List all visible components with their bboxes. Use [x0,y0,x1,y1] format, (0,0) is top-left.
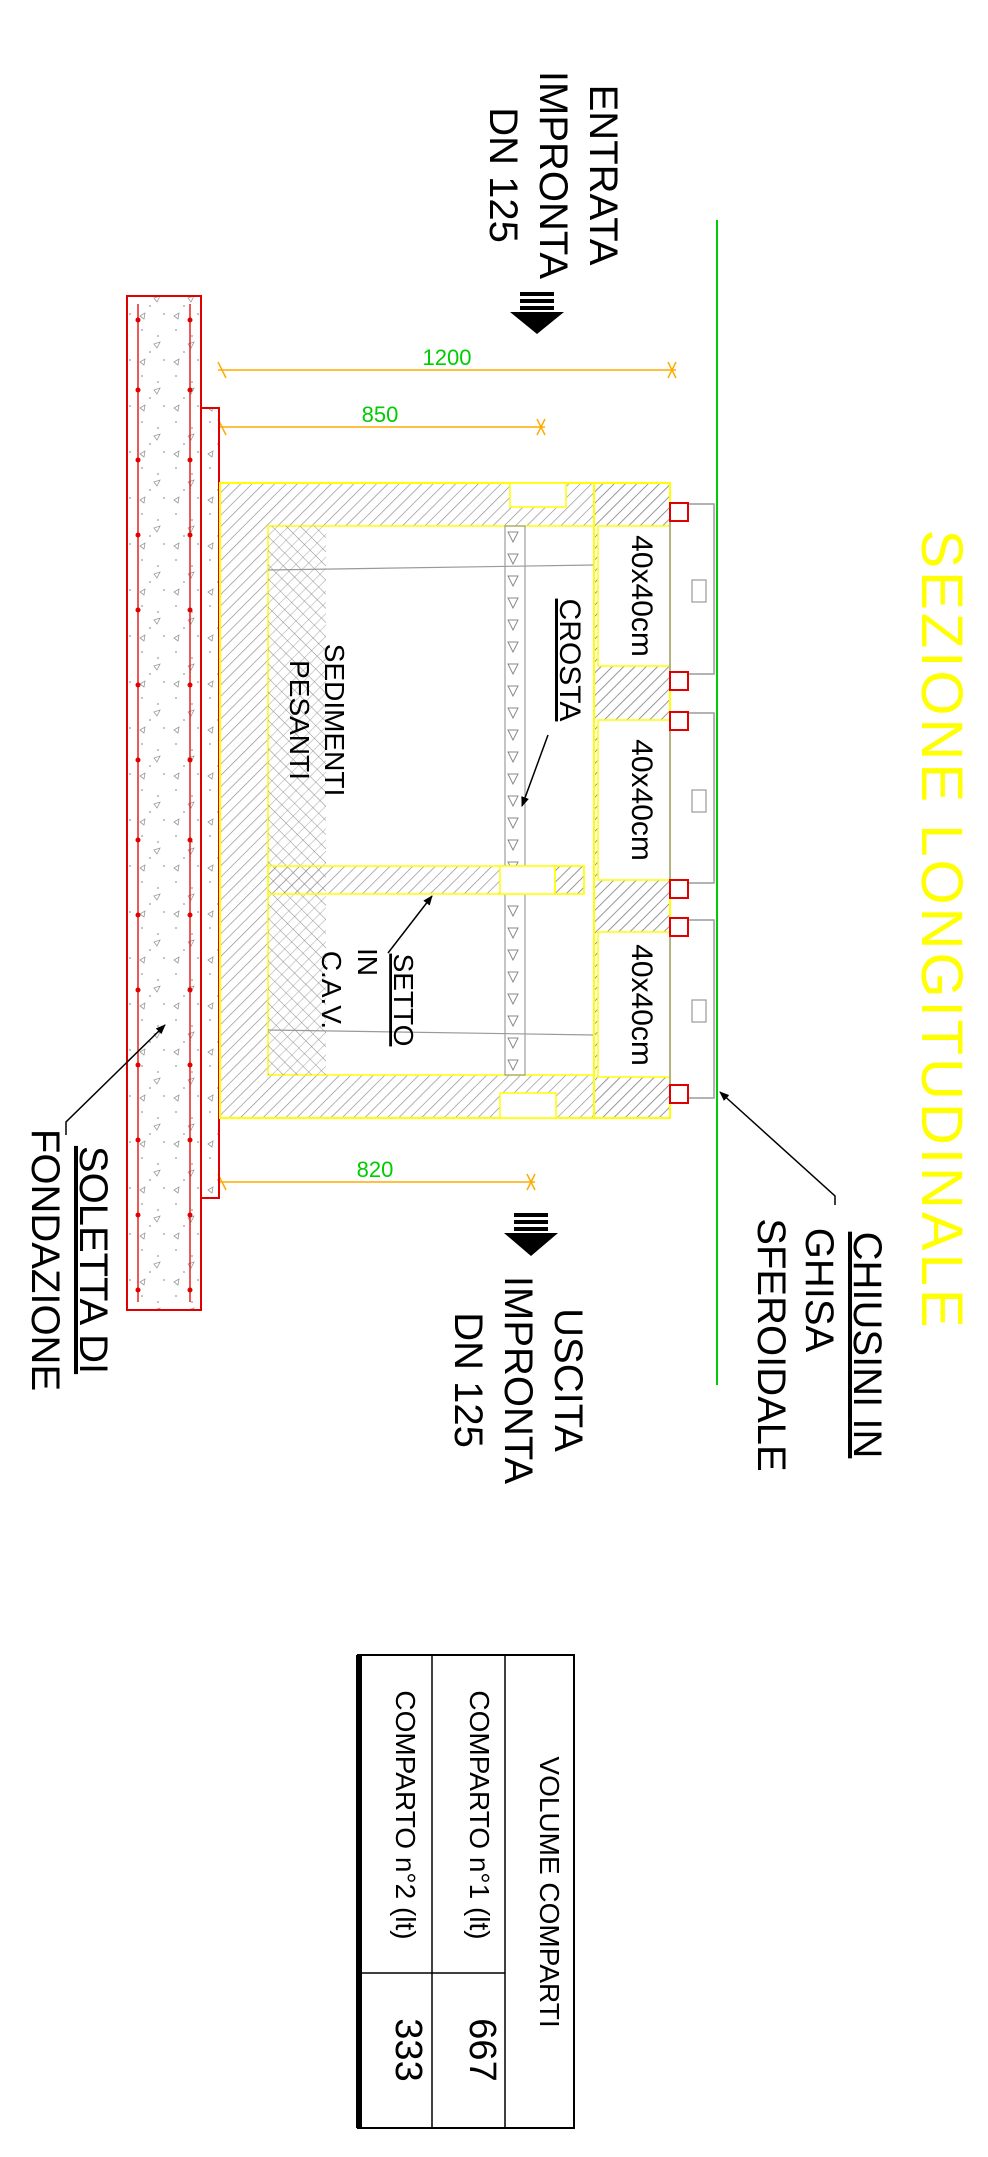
rebar-dots [135,317,193,1293]
sedimenti-text-2: PESANTI [284,660,315,780]
chiusini-label: CHIUSINI IN GHISA SFEROIDALE [749,1218,889,1471]
setto-text-3: C.A.V. [316,951,347,1029]
setto-label: SETTO IN C.A.V. [316,948,419,1046]
opening-text-3: 40x40cm [625,944,658,1066]
opening-label-3: 40x40cm [625,944,658,1066]
chiusini-text-1: CHIUSINI IN [845,1232,889,1459]
inlet-arrow-icon [510,292,564,334]
outlet-line2: IMPRONTA [496,1276,540,1484]
setto-leader [387,895,433,954]
inlet-label: ENTRATA IMPRONTA DN 125 [481,71,625,279]
soletta-text-1: SOLETTA DI [71,1146,115,1374]
inlet-line3: DN 125 [481,107,525,243]
opening-label-2: 40x40cm [625,739,658,861]
chiusini-text-2: GHISA [797,1228,841,1353]
chiusini-leader [719,1091,836,1205]
table-row-2-value: 333 [387,2018,429,2081]
manhole-covers [669,502,715,1104]
dimension-850: 850 [217,402,546,436]
sedimenti-label: SEDIMENTI PESANTI [284,644,350,796]
table-header: VOLUME COMPARTI [534,1756,565,2027]
opening-text-2: 40x40cm [625,739,658,861]
volume-table: VOLUME COMPARTI COMPARTO n°1 (lt) 667 CO… [356,1654,575,2129]
soletta-label: SOLETTA DI FONDAZIONE [23,1129,115,1391]
outlet-arrow-icon [504,1213,558,1256]
setto-text-1: SETTO [388,954,419,1047]
tank-body [219,482,671,1119]
dimension-850-text: 850 [362,402,399,427]
drawing-title: SEZIONE LONGITUDINALE [909,529,974,1330]
table-row-1-value: 667 [461,2018,503,2081]
dimension-1200-text: 1200 [423,345,472,370]
title-text: SEZIONE LONGITUDINALE [909,529,974,1330]
partition-wall [267,865,585,895]
inlet-line2: IMPRONTA [531,71,575,279]
dimension-820-text: 820 [357,1157,394,1182]
outlet-line3: DN 125 [446,1312,490,1448]
foundation-slab [126,295,220,1311]
opening-label-1: 40x40cm [625,535,658,657]
dimension-820: 820 [217,1157,536,1191]
outlet-label: USCITA IMPRONTA DN 125 [446,1276,590,1484]
crosta-leader [521,734,549,807]
table-row-1-label: COMPARTO n°1 (lt) [464,1690,495,1939]
inlet-line1: ENTRATA [581,85,625,266]
soletta-leader [65,1024,166,1135]
sedimenti-text-1: SEDIMENTI [319,644,350,796]
setto-text-2: IN [352,948,383,976]
soletta-text-2: FONDAZIONE [23,1129,67,1391]
opening-text-1: 40x40cm [625,535,658,657]
crosta-label: CROSTA [553,599,586,722]
table-row-2-label: COMPARTO n°2 (lt) [390,1690,421,1939]
dimension-1200: 1200 [217,345,677,379]
outlet-line1: USCITA [546,1308,590,1452]
crosta-text: CROSTA [553,599,586,722]
chiusini-text-3: SFEROIDALE [749,1218,793,1471]
